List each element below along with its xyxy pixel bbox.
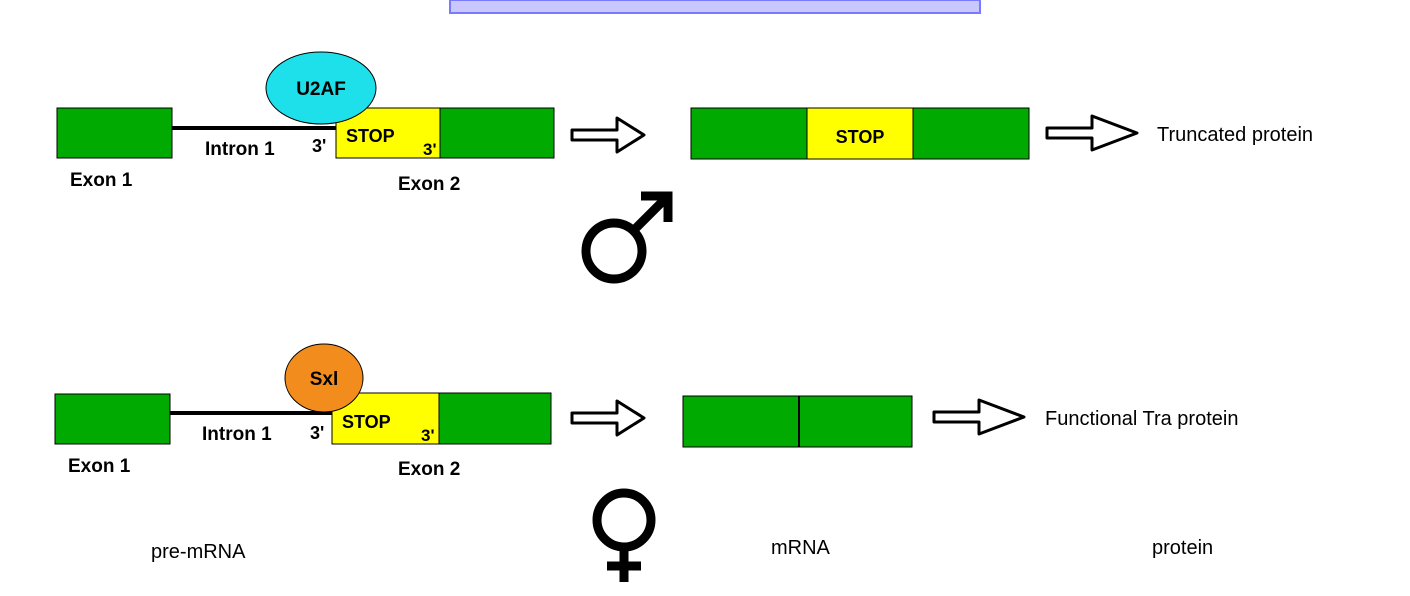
- exon2-label: Exon 2: [398, 459, 460, 480]
- mrna-stop-label: STOP: [836, 127, 885, 147]
- mrna-exon2-box: [798, 395, 913, 448]
- intron-label: Intron 1: [205, 139, 275, 160]
- mrna-exon2-box: [912, 107, 1030, 160]
- arrow-icon: [570, 116, 646, 154]
- exon2-label: Exon 2: [398, 174, 460, 195]
- u2af-label: U2AF: [296, 79, 346, 100]
- intron-label: Intron 1: [202, 424, 272, 445]
- female-symbol-icon: [592, 488, 656, 582]
- female-pre-mrna: Sxl Intron 1 3' STOP 3' Exon 1 Exon 2: [54, 343, 552, 480]
- stop-label: STOP: [346, 126, 395, 146]
- header-bar: [449, 0, 981, 14]
- mrna-exon1-box: [690, 107, 808, 160]
- arrow-icon: [932, 398, 1026, 436]
- female-result-label: Functional Tra protein: [1045, 408, 1238, 430]
- male-symbol-icon: [581, 191, 673, 284]
- u2af-factor: [265, 51, 377, 125]
- male-pre-mrna: U2AF Intron 1 3' STOP 3' Exon 1 Exon 2: [56, 51, 555, 195]
- column-label-pre-mrna: pre-mRNA: [151, 541, 246, 563]
- exon1-label: Exon 1: [68, 456, 131, 477]
- arrow-icon: [570, 399, 646, 437]
- exon1-label: Exon 1: [70, 170, 133, 191]
- mrna-stop-box: [806, 107, 914, 160]
- exon1-box: [54, 393, 171, 445]
- splice-site-label: 3': [312, 136, 326, 156]
- splice-site-label: 3': [310, 423, 324, 443]
- column-label-mrna: mRNA: [771, 537, 831, 559]
- male-result-label: Truncated protein: [1157, 124, 1313, 146]
- exon2-box: [438, 392, 552, 445]
- arrow-icon: [1045, 114, 1139, 152]
- male-mrna: STOP: [690, 107, 1030, 160]
- stop-label: STOP: [342, 412, 391, 432]
- stop-splice-label: 3': [421, 426, 435, 445]
- sxl-label: Sxl: [310, 369, 339, 390]
- column-label-protein: protein: [1152, 537, 1213, 559]
- sxl-factor: [284, 343, 364, 413]
- stop-splice-label: 3': [423, 140, 437, 159]
- exon1-box: [56, 107, 173, 159]
- exon2-box: [439, 107, 555, 159]
- mrna-exon1-box: [682, 395, 800, 448]
- female-mrna: [682, 395, 913, 448]
